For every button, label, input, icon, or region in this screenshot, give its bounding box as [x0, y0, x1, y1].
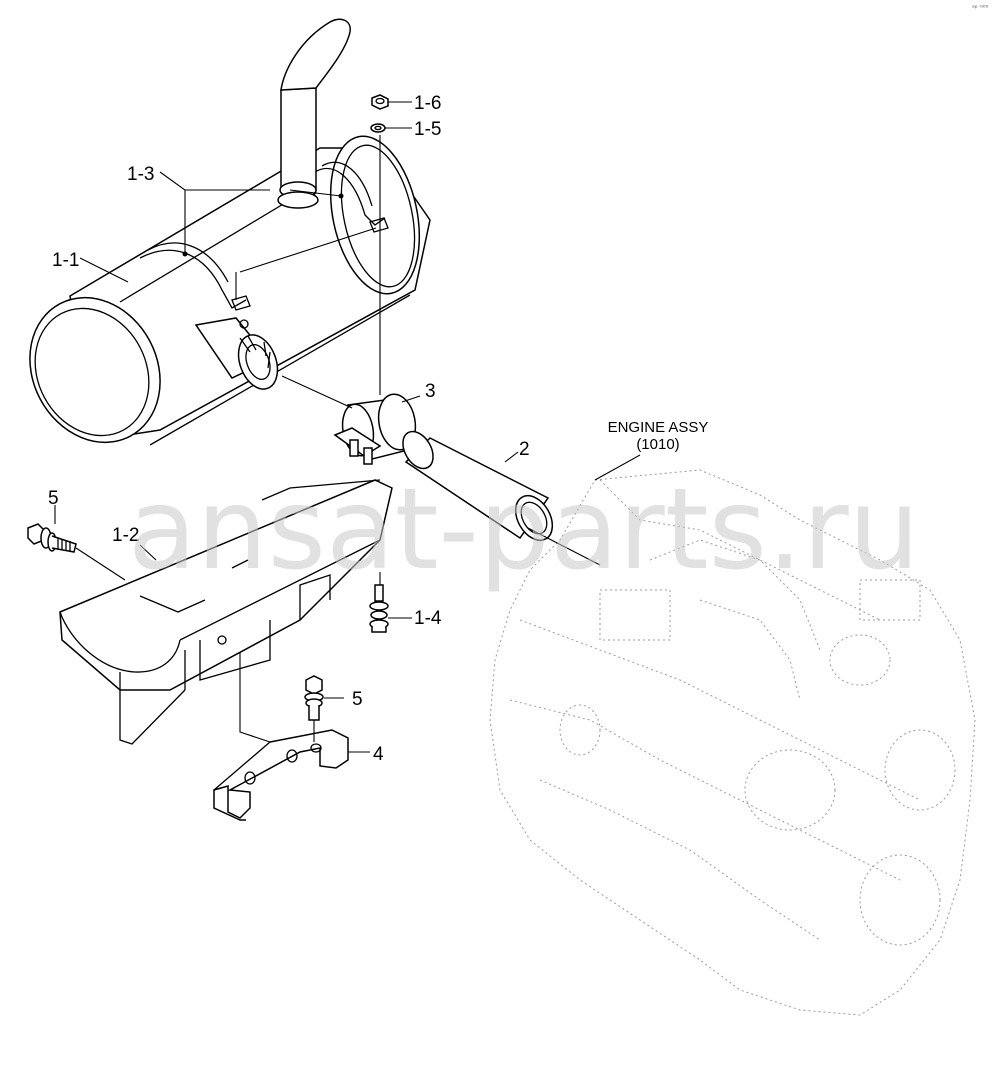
callout-1-6: 1-6 — [414, 93, 441, 114]
washer-1-5 — [370, 123, 386, 133]
bolt-1-4 — [369, 584, 389, 633]
callout-1-3: 1-3 — [127, 164, 154, 185]
bracket-4 — [213, 729, 349, 821]
engine-assy-outline — [489, 469, 976, 1016]
pipe-2 — [402, 430, 554, 542]
callout-5-top: 5 — [48, 488, 59, 509]
callout-1-4: 1-4 — [414, 608, 442, 629]
watermark: ansat-parts.ru — [128, 465, 920, 595]
tail-pipe — [277, 18, 351, 209]
corner-mark: ᵃᵖ ⁰⁰⁰ — [972, 4, 989, 12]
callout-1-1: 1-1 — [52, 250, 79, 271]
heat-shield-1-2 — [59, 479, 393, 745]
callout-1-5: 1-5 — [414, 119, 441, 140]
engine-assy-label: ENGINE ASSY — [608, 419, 709, 436]
callout-3: 3 — [425, 381, 436, 402]
callout-5-bottom: 5 — [352, 689, 363, 710]
muffler-1-1 — [29, 135, 431, 446]
callout-4: 4 — [373, 744, 384, 765]
inlet-pipe-stub — [194, 317, 279, 390]
bolt-5-top — [27, 523, 77, 553]
leader-lines — [54, 101, 641, 753]
callout-2: 2 — [519, 439, 530, 460]
nut-1-6 — [371, 94, 389, 110]
bolt-5-bottom — [304, 675, 324, 721]
engine-assy-ref: (1010) — [636, 436, 679, 453]
callout-1-2: 1-2 — [112, 525, 139, 546]
